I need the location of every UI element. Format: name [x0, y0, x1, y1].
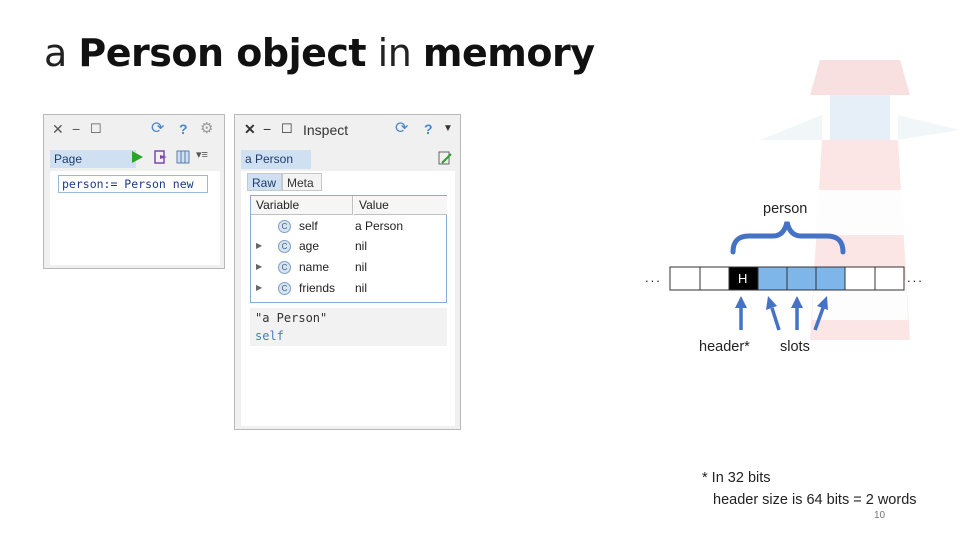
expand-arrow-icon[interactable]: ▶ [256, 262, 263, 271]
memory-cell [699, 266, 730, 291]
variable-value: nil [355, 239, 368, 253]
table-row[interactable]: ▶ C friends nil [251, 278, 446, 298]
table-row[interactable]: ▶ C age nil [251, 236, 446, 256]
title-part-a: a [44, 31, 67, 75]
evaluator-highlight [250, 308, 447, 346]
inspector-window: ✕ − ☐ Inspect ⟳ ? ▼ a Person Raw Meta Va… [234, 114, 461, 430]
column-header-variable[interactable]: Variable [251, 196, 353, 215]
title-part-in: in [377, 31, 412, 75]
gear-icon[interactable]: ⚙ [200, 120, 214, 137]
title-part-person-object: Person object [78, 31, 367, 75]
evaluator-line: "a Person" [255, 311, 328, 325]
play-icon[interactable] [130, 150, 144, 164]
expand-arrow-icon[interactable]: ▶ [256, 241, 263, 250]
slot-arrow-head [817, 296, 828, 310]
maximize-icon[interactable]: ☐ [90, 121, 102, 136]
variable-name: self [299, 219, 318, 233]
header-arrow-head [735, 296, 747, 308]
expand-arrow-icon[interactable]: ▶ [256, 283, 263, 292]
help-icon[interactable]: ? [179, 121, 188, 137]
slot-arrow-head [791, 296, 803, 308]
close-icon[interactable]: ✕ [244, 121, 256, 137]
slot-cell [786, 266, 817, 291]
chevron-down-icon[interactable]: ▼ [443, 123, 453, 134]
inspector-body: Raw Meta Variable Value C self a Person … [241, 171, 455, 426]
ellipsis-left: ... [645, 270, 662, 285]
class-icon: C [278, 220, 291, 233]
variable-name: name [299, 260, 330, 274]
ellipsis-right: ... [907, 270, 924, 285]
memory-cell [874, 266, 905, 291]
class-icon: C [278, 240, 291, 253]
maximize-icon[interactable]: ☐ [281, 121, 293, 136]
table-row[interactable]: ▶ C name nil [251, 257, 446, 277]
refresh-icon[interactable]: ⟳ [151, 120, 165, 137]
playground-title-bar: ✕ − ☐ ⟳ ? ⚙ [44, 115, 224, 143]
evaluator-pane[interactable]: "a Person" self [250, 308, 447, 420]
help-icon[interactable]: ? [424, 121, 433, 137]
tab-raw[interactable]: Raw [247, 173, 282, 191]
variables-table: Variable Value C self a Person ▶ C age n… [250, 195, 447, 303]
edit-icon[interactable] [438, 151, 452, 165]
close-icon[interactable]: ✕ [52, 121, 64, 137]
playground-window: ✕ − ☐ ⟳ ? ⚙ Page ▾≡ person:= Person new [43, 114, 225, 269]
page-number: 10 [874, 510, 886, 521]
inspect-icon[interactable] [176, 150, 190, 164]
object-brace [730, 221, 846, 255]
minimize-icon[interactable]: − [263, 121, 272, 137]
column-header-value[interactable]: Value [354, 196, 447, 215]
memory-cell [844, 266, 876, 291]
footnote-line-1: * In 32 bits [702, 470, 771, 486]
tab-meta[interactable]: Meta [282, 173, 322, 191]
memory-cell [669, 266, 701, 291]
evaluator-line: self [255, 329, 284, 343]
refresh-icon[interactable]: ⟳ [395, 120, 409, 137]
header-label: header* [699, 339, 750, 355]
slot-cell [757, 266, 788, 291]
slot-cell [815, 266, 846, 291]
person-label: person [763, 201, 808, 217]
tab-page[interactable]: Page [50, 150, 136, 168]
variable-name: age [299, 239, 320, 253]
variable-value: nil [355, 260, 368, 274]
variable-value: nil [355, 281, 368, 295]
header-cell-label: H [738, 271, 748, 286]
slots-label: slots [780, 339, 810, 355]
inspector-title: Inspect [303, 122, 349, 138]
playground-editor[interactable]: person:= Person new [50, 171, 220, 265]
variable-value: a Person [355, 219, 404, 233]
do-it-icon[interactable] [154, 150, 168, 164]
class-icon: C [278, 261, 291, 274]
footnote-line-2: header size is 64 bits = 2 words [713, 492, 917, 508]
slot-arrow-head [766, 296, 777, 310]
inspector-title-bar: ✕ − ☐ Inspect ⟳ ? ▼ [235, 115, 460, 143]
tab-a-person[interactable]: a Person [241, 150, 311, 169]
title-part-memory: memory [422, 31, 595, 75]
variable-name: friends [299, 281, 336, 295]
class-icon: C [278, 282, 291, 295]
slide-title: a Person object in memory [44, 28, 595, 78]
slot-arrow [813, 307, 825, 331]
table-row[interactable]: C self a Person [251, 216, 446, 236]
menu-icon[interactable]: ▾≡ [196, 149, 208, 161]
minimize-icon[interactable]: − [72, 121, 81, 137]
slot-arrow [770, 307, 781, 331]
code-line[interactable]: person:= Person new [58, 175, 208, 193]
